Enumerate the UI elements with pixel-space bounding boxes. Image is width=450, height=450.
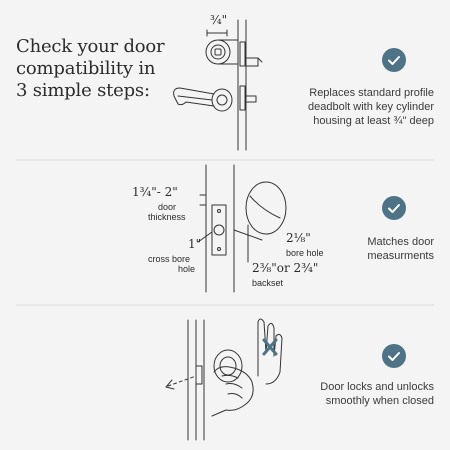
step-1-line-3: housing at least ¾" deep xyxy=(313,115,434,127)
step-3-line-2: smoothly when closed xyxy=(325,395,434,407)
backset-label: backset xyxy=(252,278,284,288)
page-title: Check your door compatibility in 3 simpl… xyxy=(16,36,176,102)
title-line-3: 3 simple steps: xyxy=(16,80,150,101)
crossbore-label-line1: cross bore xyxy=(148,254,191,264)
backset-value: 2⅜"or 2¾" xyxy=(252,261,319,275)
borehole-value: 2⅛" xyxy=(286,231,311,245)
step-2-description: Matches door measurments xyxy=(264,235,434,263)
title-line-1: Check your door xyxy=(16,36,165,57)
close-icon xyxy=(262,338,278,356)
step-3-line-1: Door locks and unlocks xyxy=(320,381,434,393)
thickness-value: 1¾"- 2" xyxy=(132,185,178,199)
step-1-description: Replaces standard profile deadbolt with … xyxy=(264,86,434,128)
step-1-line-1: Replaces standard profile xyxy=(309,87,434,99)
step-2-line-1: Matches door xyxy=(367,236,434,248)
check-icon xyxy=(382,344,406,368)
crossbore-label-line2: hole xyxy=(178,264,196,274)
thickness-label-line2: thickness xyxy=(148,212,186,222)
check-icon xyxy=(382,48,406,72)
thickness-label-line1: door xyxy=(158,202,177,212)
door-measurement-illustration xyxy=(197,164,287,293)
crossbore-value: 1" xyxy=(188,237,202,251)
title-line-2: compatibility in xyxy=(16,58,156,79)
step-1-line-2: deadbolt with key cylinder xyxy=(308,101,434,113)
step-2-line-2: measurments xyxy=(367,250,434,262)
deadbolt-lever-illustration xyxy=(173,19,263,151)
borehole-label: bore hole xyxy=(286,248,324,258)
depth-label: ¾" xyxy=(210,13,228,27)
door-close-illustration xyxy=(165,318,283,441)
step-3-description: Door locks and unlocks smoothly when clo… xyxy=(264,380,434,408)
check-icon xyxy=(382,196,406,220)
